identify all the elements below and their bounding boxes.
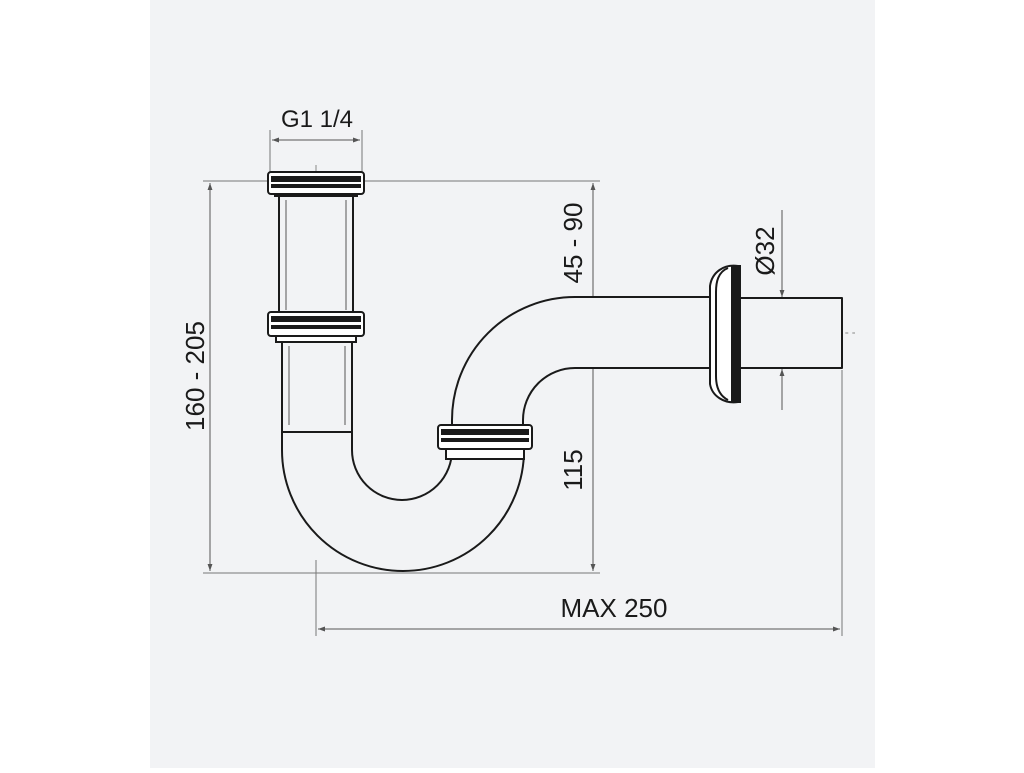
middle-nut [267,311,365,343]
bend-nut [437,424,533,460]
u-bend [281,427,525,572]
wall-rosette [709,264,741,404]
label-height-range: 160 - 205 [180,321,210,431]
top-nut [267,171,365,197]
lower-tube [281,341,353,433]
tube-details [285,200,347,425]
outlet-pipe [737,297,843,369]
outlet-bend [451,296,713,429]
label-diameter: Ø32 [750,226,780,275]
label-thread: G1 1/4 [281,106,353,133]
label-offset-range: 45 - 90 [558,203,588,284]
label-outlet-height: 115 [558,449,588,490]
upper-tube [278,194,354,314]
label-max-length: MAX 250 [561,593,668,623]
trap-body [278,194,843,572]
